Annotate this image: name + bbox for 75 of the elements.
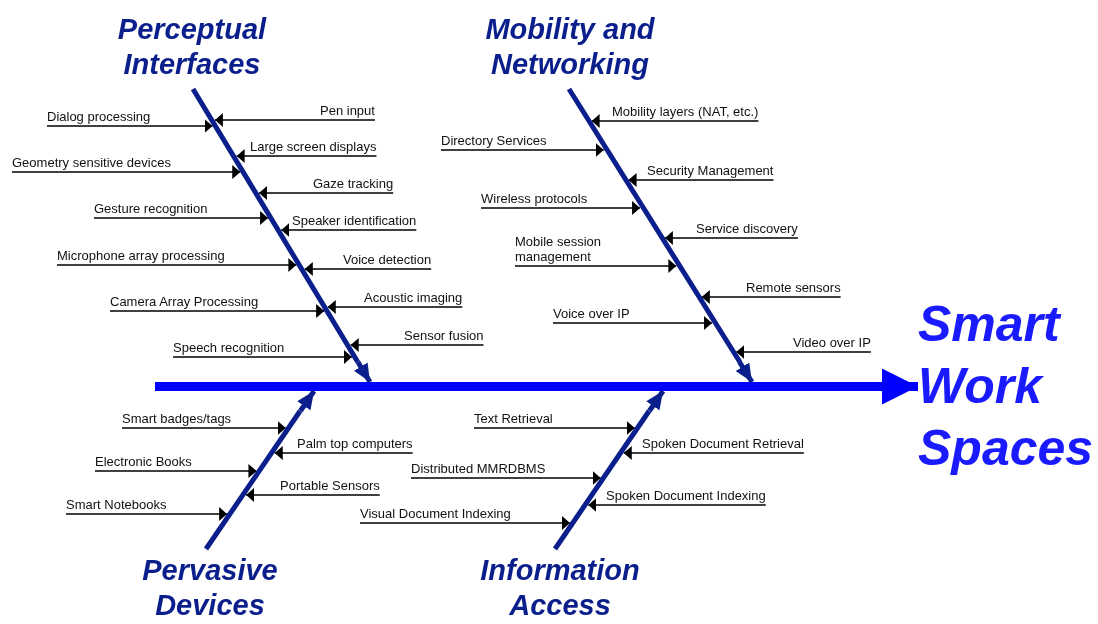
cause-arrow	[214, 113, 376, 127]
cause-arrow	[235, 149, 378, 163]
cause-label: Directory Services	[441, 133, 547, 148]
cause-arrow	[514, 259, 678, 273]
cause-label: Mobility layers (NAT, etc.)	[612, 104, 759, 119]
cause-label: Mobile session management	[515, 234, 625, 264]
effect-label: Smart Work Spaces	[918, 293, 1096, 479]
category-title: Pervasive Devices	[105, 553, 315, 623]
spine-arrow	[877, 368, 918, 405]
cause-arrow	[327, 300, 463, 314]
cause-label: Voice over IP	[553, 306, 630, 321]
category-title: Perceptual Interfaces	[87, 12, 297, 82]
cause-label: Voice detection	[343, 252, 432, 267]
cause-arrow	[258, 186, 394, 200]
cause-arrow	[440, 143, 605, 157]
cause-label: Smart Notebooks	[66, 497, 167, 512]
cause-arrow	[46, 119, 214, 133]
bone-arrow	[353, 360, 373, 384]
cause-label: Wireless protocols	[481, 191, 588, 206]
cause-label: Sensor fusion	[404, 328, 484, 343]
cause-label: Security Management	[647, 163, 774, 178]
cause-arrow	[65, 507, 228, 521]
cause-label: Distributed MMRDBMS	[411, 461, 546, 476]
bone-arrow	[297, 389, 317, 413]
cause-label: Geometry sensitive devices	[12, 155, 171, 170]
cause-arrow	[480, 201, 641, 215]
cause-label: Electronic Books	[95, 454, 192, 469]
cause-arrow	[623, 446, 805, 460]
cause-label: Speech recognition	[173, 340, 285, 355]
cause-label: Large screen displays	[250, 139, 377, 154]
cause-label: Gaze tracking	[313, 176, 394, 191]
cause-arrow	[93, 211, 269, 225]
cause-arrow	[172, 350, 353, 364]
cause-arrow	[473, 421, 636, 435]
cause-arrow	[552, 316, 713, 330]
cause-arrow	[664, 231, 799, 245]
cause-label: Speaker identification	[292, 213, 417, 228]
cause-arrow	[94, 464, 258, 478]
cause-arrow	[245, 488, 381, 502]
cause-label: Microphone array processing	[57, 248, 225, 263]
cause-label: Service discovery	[696, 221, 798, 236]
cause-label: Visual Document Indexing	[360, 506, 511, 521]
cause-arrow	[359, 516, 571, 530]
cause-arrow	[350, 338, 485, 352]
cause-arrow	[627, 173, 775, 187]
category-title: Mobility and Networking	[465, 12, 675, 82]
cause-label: Acoustic imaging	[364, 290, 463, 305]
cause-arrow	[701, 290, 842, 304]
bone-arrow	[646, 389, 666, 413]
bone-arrow	[735, 360, 755, 384]
cause-arrow	[304, 262, 432, 276]
cause-arrow	[587, 498, 767, 512]
cause-label: Remote sensors	[746, 280, 841, 295]
cause-arrow	[280, 223, 417, 237]
cause-arrow	[11, 165, 241, 179]
cause-arrow	[274, 446, 414, 460]
cause-label: Spoken Document Retrieval	[642, 436, 804, 451]
cause-arrow	[735, 345, 872, 359]
category-title: Information Access	[455, 553, 665, 623]
cause-label: Smart badges/tags	[122, 411, 232, 426]
cause-label: Camera Array Processing	[110, 294, 259, 309]
cause-label: Text Retrieval	[474, 411, 553, 426]
cause-arrow	[121, 421, 287, 435]
cause-label: Gesture recognition	[94, 201, 208, 216]
cause-label: Palm top computers	[297, 436, 413, 451]
cause-label: Pen input	[320, 103, 375, 118]
cause-arrow	[56, 258, 298, 272]
cause-arrow	[591, 114, 760, 128]
cause-arrow	[410, 471, 602, 485]
cause-label: Spoken Document Indexing	[606, 488, 766, 503]
cause-label: Dialog processing	[47, 109, 151, 124]
cause-arrow	[109, 304, 325, 318]
cause-label: Portable Sensors	[280, 478, 380, 493]
spine-bar	[155, 382, 877, 391]
cause-label: Video over IP	[793, 335, 871, 350]
